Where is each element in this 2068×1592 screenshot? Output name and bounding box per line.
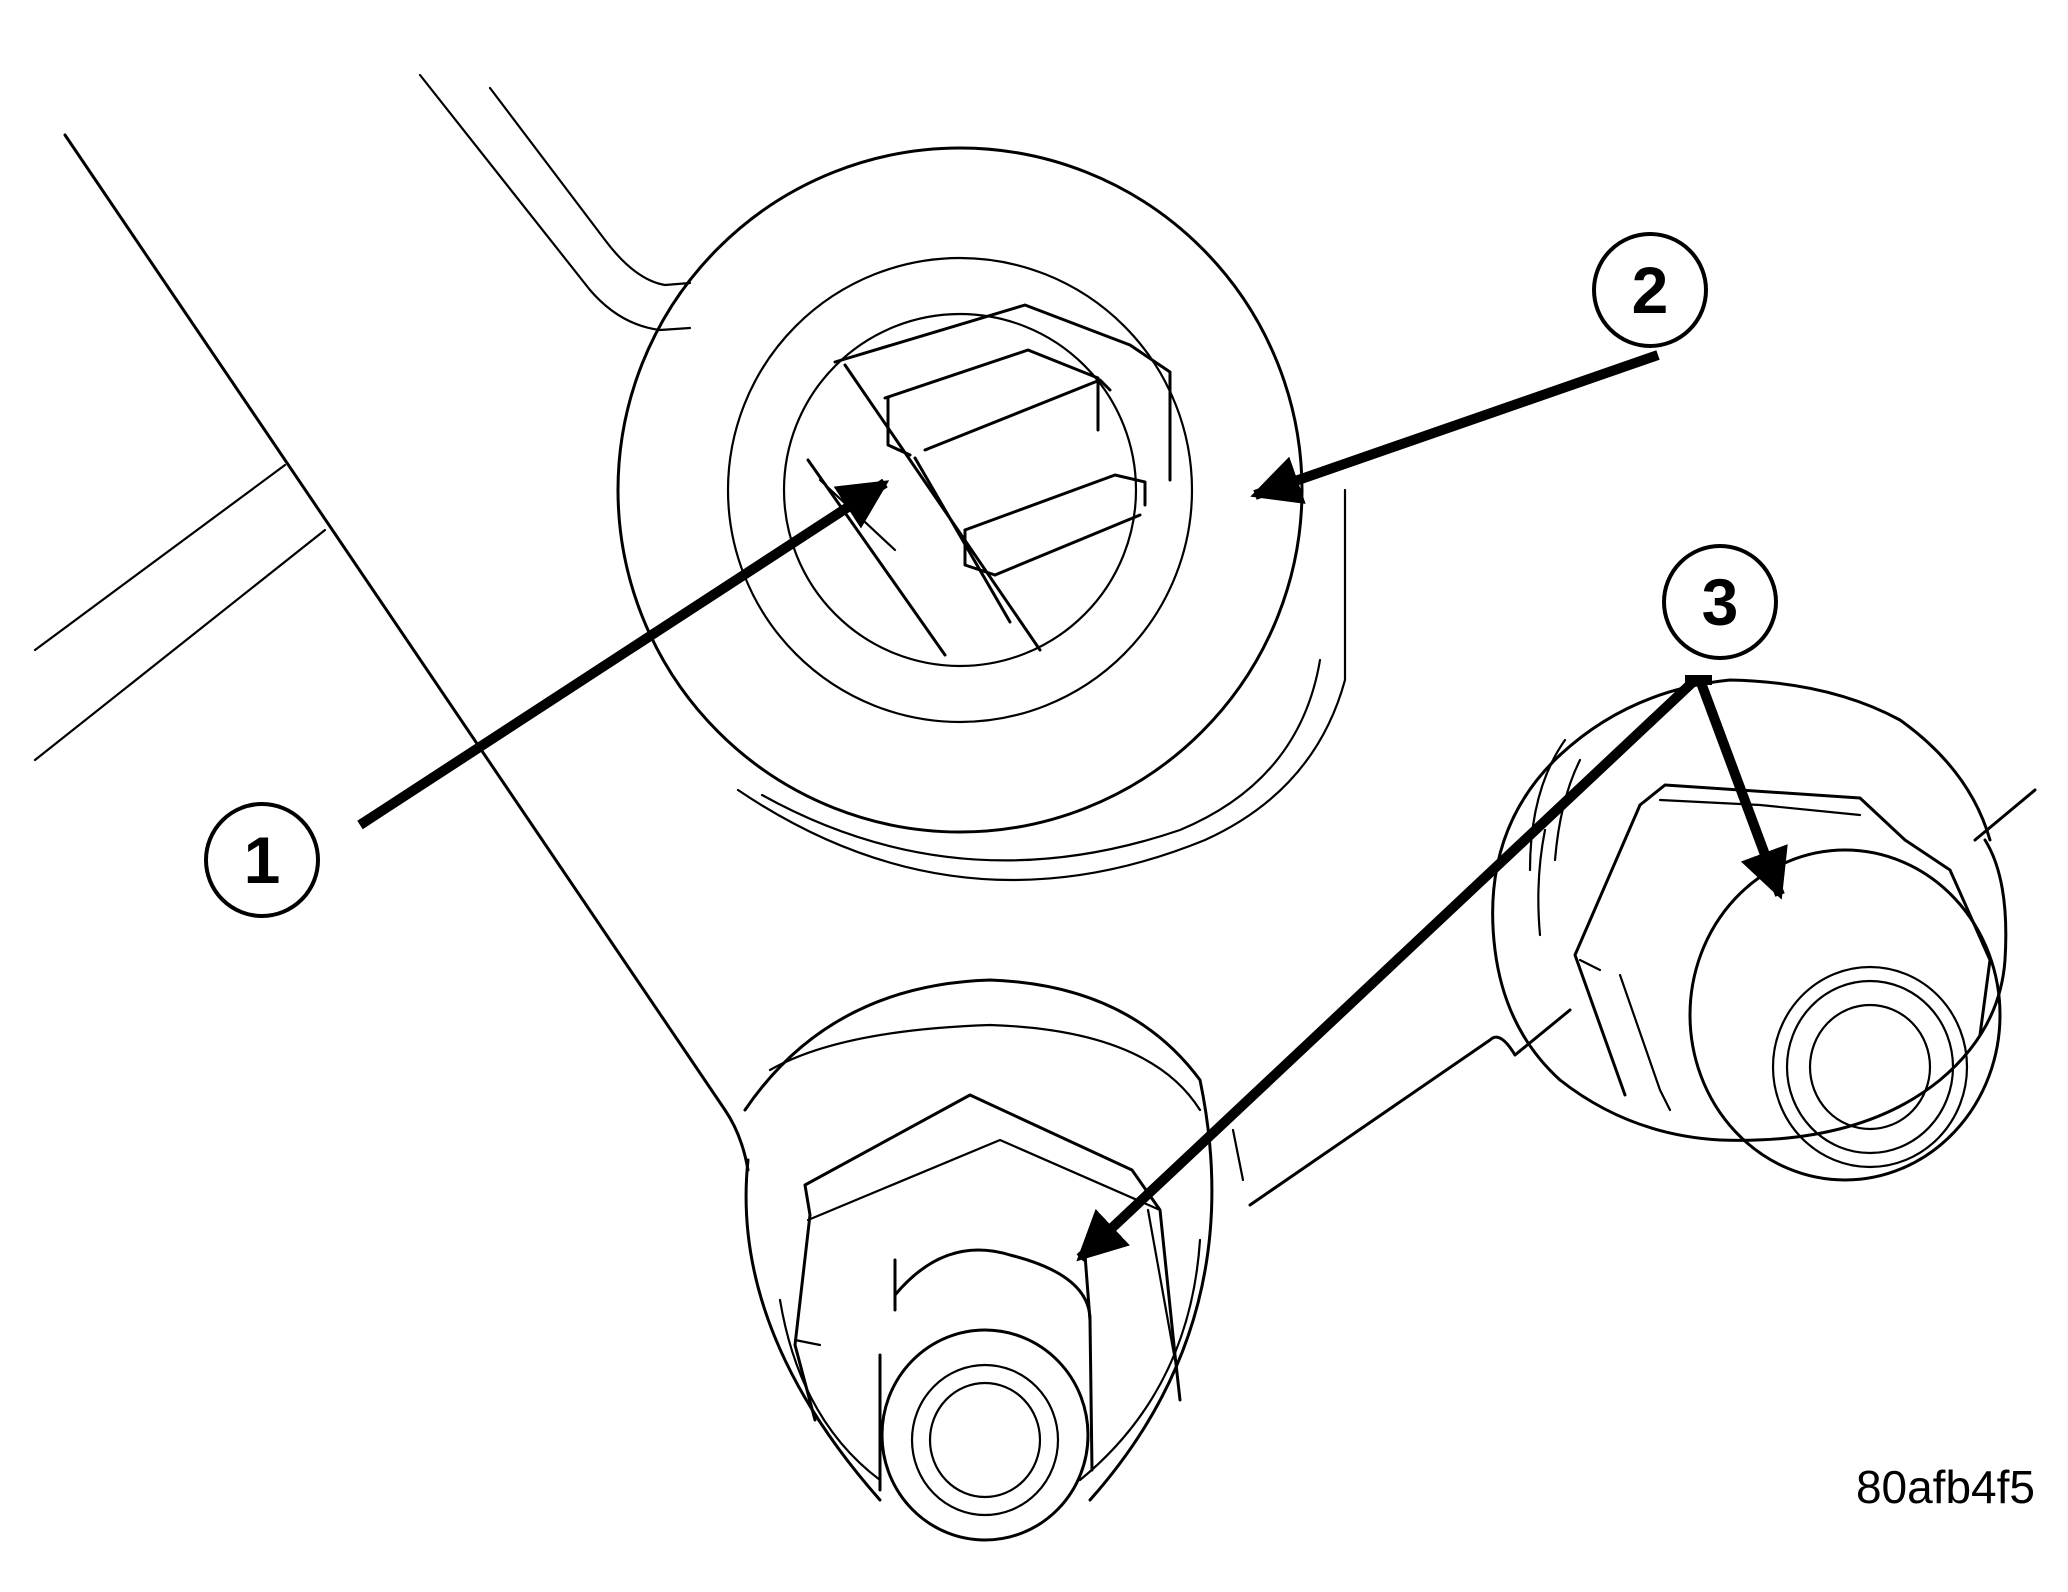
drain-fitting: [616, 146, 1347, 882]
callout-2-label: 2: [1632, 253, 1669, 327]
square-drive: [806, 303, 1172, 657]
left-bolt: [743, 978, 1214, 1542]
arrow-callout-1: [357, 478, 890, 830]
callout-3: 3: [1662, 544, 1778, 660]
leader-arrows: [357, 350, 1788, 1262]
arrow-callout-3-left: [1076, 676, 1699, 1262]
callout-2: 2: [1592, 232, 1708, 348]
callout-1-label: 1: [244, 823, 281, 897]
arrow-callout-2: [1250, 350, 1660, 504]
callout-3-label: 3: [1702, 565, 1739, 639]
right-bolt: [1491, 678, 2008, 1182]
callout-1: 1: [204, 802, 320, 918]
figure-id: 80afb4f5: [1856, 1461, 2035, 1513]
arrow-callout-3-right: [1695, 678, 1788, 900]
